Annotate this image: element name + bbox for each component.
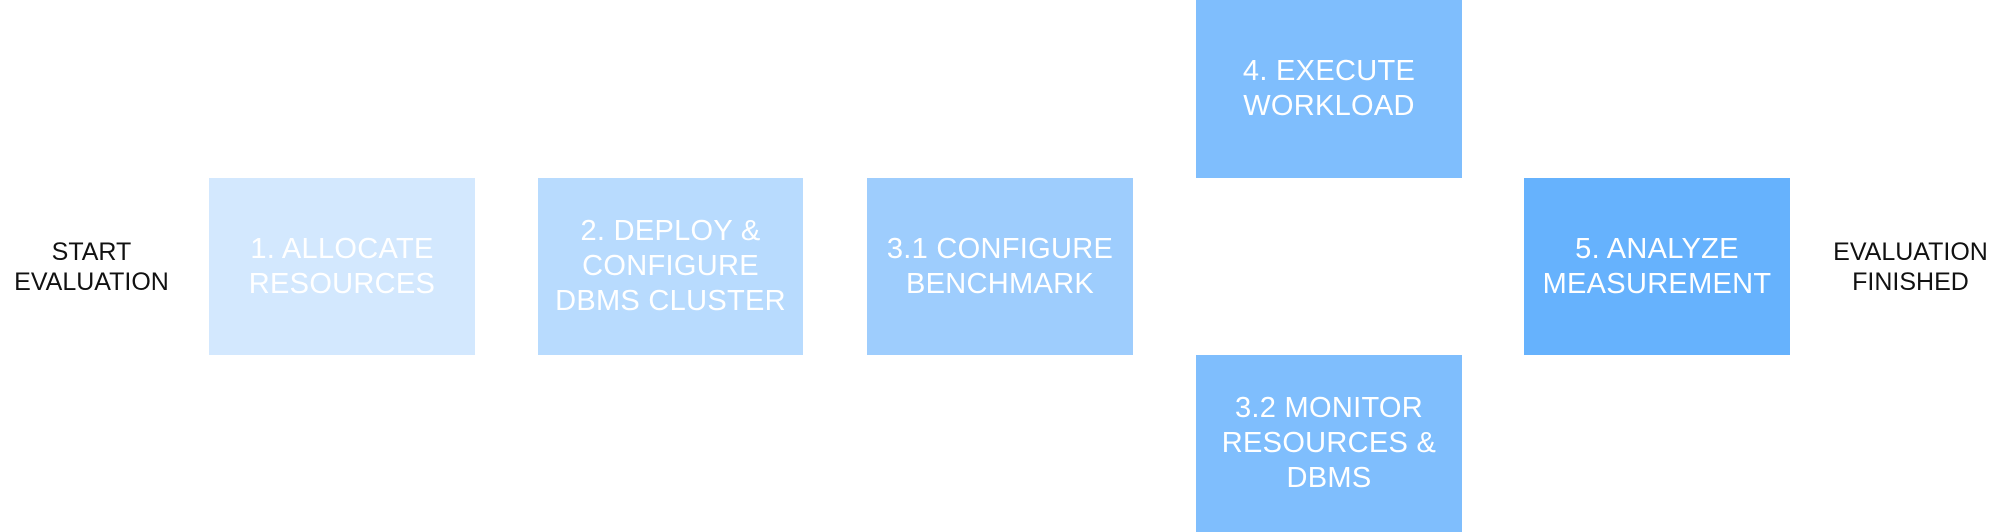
step-deploy-configure-dbms-cluster: 2. DEPLOY & CONFIGURE DBMS CLUSTER (538, 178, 803, 355)
step-allocate-resources: 1. ALLOCATE RESOURCES (209, 178, 475, 355)
step-execute-workload: 4. EXECUTE WORKLOAD (1196, 0, 1462, 178)
step-analyze-measurement: 5. ANALYZE MEASUREMENT (1524, 178, 1790, 355)
step-configure-benchmark: 3.1 CONFIGURE BENCHMARK (867, 178, 1133, 355)
evaluation-finished-label: EVALUATION FINISHED (1833, 238, 1988, 296)
start-evaluation-label: START EVALUATION (14, 238, 169, 296)
step-monitor-resources-dbms: 3.2 MONITOR RESOURCES & DBMS (1196, 355, 1462, 532)
